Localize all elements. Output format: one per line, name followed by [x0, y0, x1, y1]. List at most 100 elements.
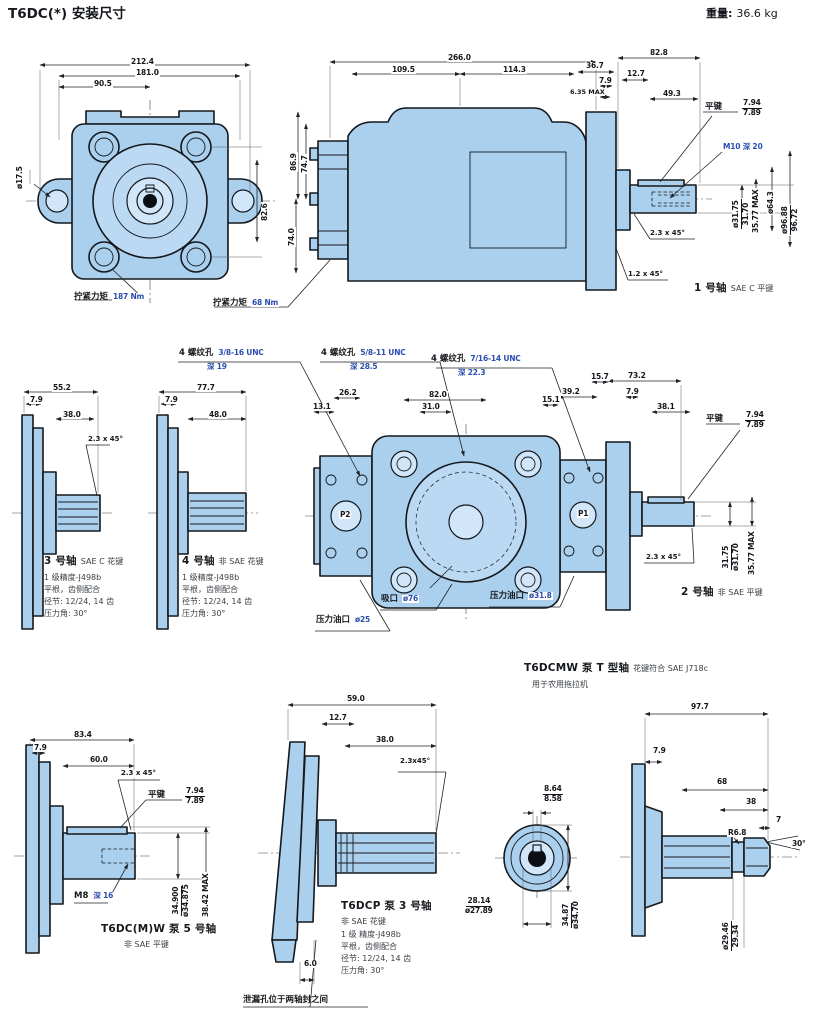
tshaft-dim-38: 38	[745, 797, 758, 807]
shaft5-name: T6DC(M)W 泵 5 号轴	[101, 923, 217, 935]
front-dim-half: 90.5	[93, 79, 113, 89]
shaft3-name: 3 号轴	[44, 555, 77, 567]
callout2-qty: 4 螺纹孔	[321, 348, 356, 358]
suction-size: ø76	[402, 594, 420, 604]
side-dim-49-3: 49.3	[662, 89, 682, 99]
side-dim-12-7: 12.7	[626, 69, 646, 79]
front-dim-hole: ø17.5	[15, 165, 25, 190]
shaft5-key-label: 平键	[148, 790, 166, 800]
side-dim-rear: 114.3	[502, 65, 527, 75]
weight-value: 36.6 kg	[736, 7, 778, 20]
shaft4-dim-total: 77.7	[196, 383, 216, 393]
side-chamfer-1: 2.3 x 45°	[650, 229, 686, 238]
tmw-note: 用于农用拖拉机	[532, 680, 588, 689]
tshaft-dim-68: 68	[716, 777, 729, 787]
callout3-qty: 4 螺纹孔	[431, 354, 466, 364]
shaft5-key-upper: 7.94	[185, 786, 205, 797]
callout1-spec: 3/8-16 UNC	[217, 348, 265, 358]
suction-label: 吸口	[381, 594, 399, 604]
side-shaft-dia-lower: 31.70	[740, 202, 750, 226]
callout3-spec: 7/16-14 UNC	[469, 354, 522, 364]
pressure-port-note-2: 压力油口 ø25	[316, 615, 372, 625]
shaft3-chamfer: 2.3 x 45°	[88, 435, 124, 444]
tshaft-od-lower: ø34.70	[570, 901, 580, 929]
tshaft-angle: 30°	[791, 839, 807, 849]
rear-key-tolerance: 7.94 7.89	[744, 410, 766, 430]
rear-dim-38-1: 38.1	[656, 402, 676, 412]
rear-key-height: 35.77 MAX	[747, 530, 757, 576]
shaft4-name: 4 号轴	[182, 555, 215, 567]
rear-shaft-dia: 31.75 ø31.70	[721, 542, 741, 572]
side-dim-7-9: 7.9	[598, 76, 613, 86]
tshaft-end-view-drawing	[495, 810, 580, 928]
pressure-port-note-1: 压力油口 ø31.8	[490, 591, 553, 601]
t6dcp-dim-spline: 38.0	[375, 735, 395, 745]
t6dcp-drawing	[243, 703, 460, 1008]
rear-view-drawing	[178, 361, 756, 632]
rear-dim-31-0: 31.0	[421, 402, 441, 412]
side-dim-86-9: 86.9	[289, 152, 299, 172]
t6dcp-spec-2: 平根，齿侧配合	[341, 942, 397, 951]
weight-label: 重量:	[706, 7, 733, 20]
side-dim-overall: 266.0	[447, 53, 472, 63]
shaft5-key-lower: 7.89	[186, 795, 204, 805]
shaft3-dim-7-9: 7.9	[29, 395, 44, 405]
side-dim-front: 109.5	[391, 65, 416, 75]
pressure1-label: 压力油口	[490, 591, 525, 601]
port-p2-label: P2	[339, 510, 352, 520]
t6dcp-dim-total: 59.0	[346, 694, 366, 704]
shaft5-thread-depth: 深 16	[92, 891, 115, 901]
tshaft-neck-dim: ø29.46 29.34	[721, 920, 741, 952]
tshaft-side-view-drawing	[620, 712, 801, 948]
shaft4-drawing	[148, 390, 258, 630]
tmw-subtitle: 花键符合 SAE J718c	[633, 664, 709, 673]
tshaft-dim-7: 7	[775, 815, 783, 825]
tshaft-slot-lower: 8.58	[544, 793, 562, 803]
tshaft-od-dim: 34.87 ø34.70	[561, 900, 581, 930]
front-dim-overall: 212.4	[130, 57, 155, 67]
rear-dim-39-2: 39.2	[561, 387, 581, 397]
shaft5-thread-label: M8	[74, 891, 89, 901]
shaft4-spec-1: 1 级精度-J498b	[182, 573, 240, 582]
side-key-height: 35.77 MAX	[751, 188, 761, 234]
side-chamfer-2: 1.2 x 45°	[628, 270, 664, 279]
t6dcp-type: 非 SAE 花键	[341, 917, 386, 926]
rear-dim-15-1: 15.1	[541, 395, 561, 405]
shaft3-label: 3 号轴 SAE C 花键	[44, 555, 124, 568]
shaft4-spec-4: 压力角: 30°	[182, 609, 226, 618]
front-torque-label: 拧紧力矩	[74, 292, 109, 302]
callout1-depth: 深 19	[206, 362, 228, 372]
tshaft-dim-total: 97.7	[690, 702, 710, 712]
rear-key-upper: 7.94	[745, 410, 765, 421]
thread-callout-1: 4 螺纹孔 3/8-16 UNC	[179, 348, 265, 358]
rear-dim-13-1: 13.1	[312, 402, 332, 412]
side-dim-36-7: 36.7	[585, 61, 605, 71]
front-dim-bolt: 181.0	[135, 68, 160, 78]
rear-key-label: 平键	[706, 414, 724, 424]
shaft5-type: 非 SAE 平键	[124, 940, 169, 949]
shaft4-dim-7-9: 7.9	[164, 395, 179, 405]
side-thread-callout: M10 深 20	[722, 142, 764, 152]
shaft3-spec-3: 径节: 12/24, 14 齿	[44, 597, 115, 606]
tshaft-slot-dim: 8.64 8.58	[542, 784, 564, 804]
pressure2-size: ø25	[354, 615, 372, 625]
tshaft-slot-upper: 8.64	[543, 784, 563, 795]
side-key-tolerance: 7.94 7.89	[741, 98, 763, 118]
shaft5-key-tolerance: 7.94 7.89	[184, 786, 206, 806]
thread-callout-2: 4 螺纹孔 5/8-11 UNC	[321, 348, 407, 358]
shaft2-label: 2 号轴 非 SAE 平键	[681, 586, 763, 599]
rear-dim-26-2: 26.2	[338, 388, 358, 398]
callout1-qty: 4 螺纹孔	[179, 348, 214, 358]
rear-shaft-dia-lower: ø31.70	[730, 543, 740, 571]
shaft3-spec-1: 1 级精度-J498b	[44, 573, 102, 582]
weight-note: 重量: 36.6 kg	[706, 7, 778, 20]
shaft5-dim-7-9: 7.9	[33, 743, 48, 753]
page-title: T6DC(*) 安装尺寸	[8, 6, 126, 22]
t6dcp-spec-3: 径节: 12/24, 14 齿	[341, 954, 412, 963]
front-view-drawing	[26, 63, 276, 303]
t6dcp-spec-1: 1 级 精度-J498b	[341, 930, 401, 939]
front-torque-value: 187 Nm	[112, 292, 146, 302]
tshaft-radius: R6.8	[727, 828, 748, 838]
shaft3-type: SAE C 花键	[80, 557, 124, 566]
